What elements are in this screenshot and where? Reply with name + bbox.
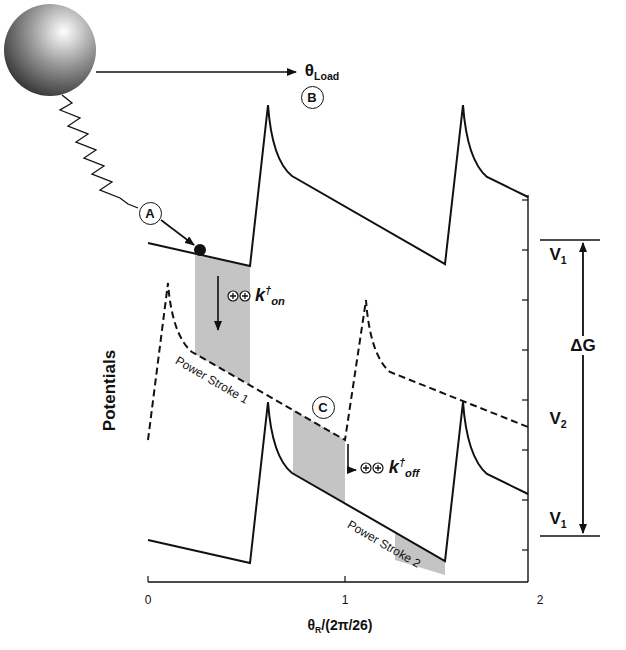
rate-label-text: k bbox=[389, 457, 399, 477]
callout-circle: B bbox=[301, 86, 324, 109]
right-axis bbox=[527, 195, 528, 582]
callout-circle: A bbox=[139, 202, 162, 225]
transition-arrow bbox=[348, 444, 356, 470]
level-label: V2 bbox=[549, 410, 566, 429]
shaded-region bbox=[195, 255, 445, 575]
axis-title-text: R bbox=[315, 625, 321, 635]
x-axis bbox=[148, 581, 528, 582]
level-label-text: 1 bbox=[561, 254, 567, 266]
load-label-text: Load bbox=[314, 70, 339, 82]
tick-label-text: 1 bbox=[342, 593, 349, 607]
leader-line bbox=[161, 220, 194, 245]
callout-letter: B bbox=[307, 90, 316, 105]
level-label-text: V bbox=[549, 245, 560, 264]
energy-label: ΔG bbox=[568, 336, 597, 355]
rate-label: k†on bbox=[255, 285, 285, 308]
load-label-text: θ bbox=[305, 61, 314, 80]
level-label: V1 bbox=[549, 246, 566, 265]
axis-ticks bbox=[148, 200, 528, 582]
potential-v1-upper bbox=[148, 105, 528, 266]
tick-label: 0 bbox=[145, 594, 152, 606]
charge-plus bbox=[230, 293, 381, 471]
rate-label: k†off bbox=[389, 457, 419, 480]
callout-circle: C bbox=[312, 396, 335, 419]
load-label: θLoad bbox=[305, 62, 339, 81]
rate-label-text: off bbox=[405, 467, 419, 479]
spring bbox=[60, 95, 138, 208]
level-label-text: 2 bbox=[561, 418, 567, 430]
level-label: V1 bbox=[549, 510, 566, 529]
level-label-text: V bbox=[549, 509, 560, 528]
tick-label: 2 bbox=[537, 594, 544, 606]
axis-title-text: /(2π/26) bbox=[321, 617, 372, 633]
transition-arrow bbox=[217, 276, 219, 330]
energy-gap bbox=[540, 240, 600, 536]
level-label-text: 1 bbox=[561, 518, 567, 530]
rate-label-text: k bbox=[255, 285, 265, 305]
bead-sphere bbox=[4, 4, 96, 96]
callout-letter: C bbox=[318, 400, 327, 415]
tick-label-text: 0 bbox=[145, 593, 152, 607]
tick-label: 1 bbox=[342, 594, 349, 606]
potential-v2 bbox=[148, 283, 528, 440]
axis-title-text: θ bbox=[307, 617, 315, 633]
charge-symbol bbox=[228, 291, 383, 473]
level-label-text: V bbox=[549, 409, 560, 428]
rate-label-text: † bbox=[399, 456, 405, 468]
energy-label-text: ΔG bbox=[570, 336, 595, 355]
axis-title-text: Potentials bbox=[101, 349, 120, 430]
potential-v1-lower bbox=[148, 402, 528, 563]
load-arrow bbox=[96, 71, 296, 73]
axis-title: θR/(2π/26) bbox=[307, 618, 372, 635]
rate-label-text: † bbox=[265, 284, 271, 296]
callout-letter: A bbox=[145, 206, 154, 221]
axis-title: Potentials bbox=[102, 349, 119, 430]
tick-label-text: 2 bbox=[537, 593, 544, 607]
rate-label-text: on bbox=[271, 295, 285, 307]
